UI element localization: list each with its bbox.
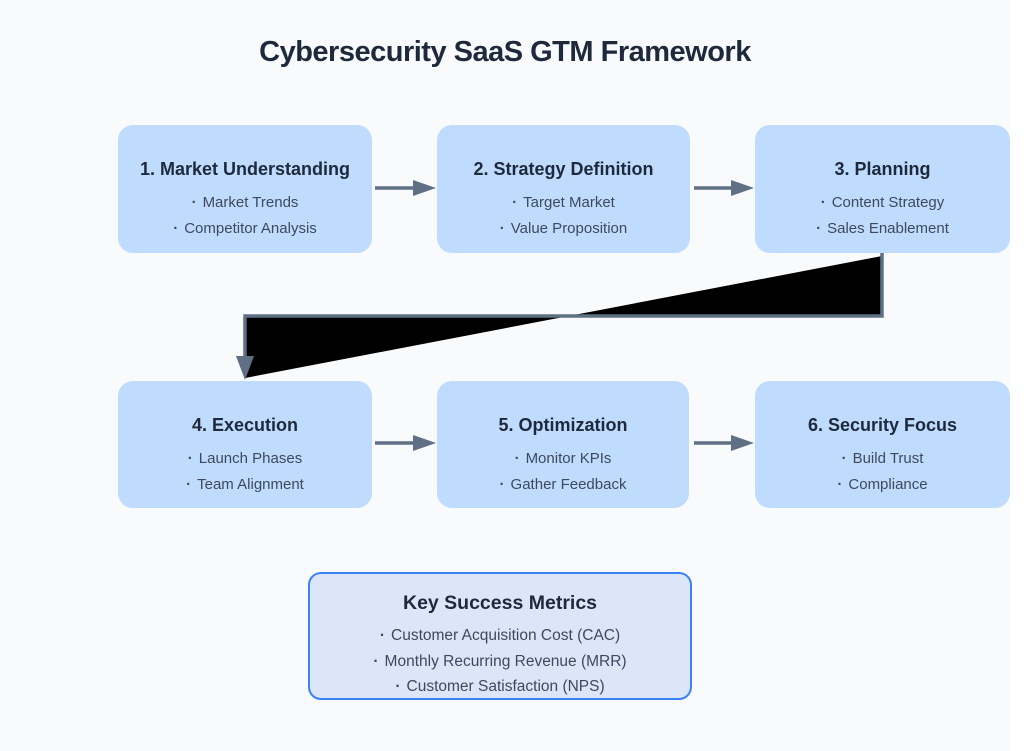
connector-planning-to-execution-line bbox=[243, 252, 884, 358]
node-bullet: · Build Trust bbox=[842, 446, 924, 472]
node-bullet: · Team Alignment bbox=[186, 472, 304, 498]
bullet-text: Sales Enablement bbox=[827, 220, 949, 237]
node-bullet: · Value Proposition bbox=[500, 216, 627, 242]
bullet-dot-icon: · bbox=[820, 194, 826, 211]
node-bullet: · Gather Feedback bbox=[500, 472, 627, 498]
arrowhead-3-4 bbox=[236, 356, 254, 380]
bullet-text: Compliance bbox=[848, 476, 928, 493]
bullet-text: Competitor Analysis bbox=[184, 220, 317, 237]
node-bullet: · Sales Enablement bbox=[816, 216, 949, 242]
bullet-dot-icon: · bbox=[395, 678, 401, 695]
bullet-dot-icon: · bbox=[841, 450, 847, 467]
key-success-metrics-panel: Key Success Metrics · Customer Acquisitio… bbox=[308, 572, 692, 700]
bullet-text: Customer Satisfaction (NPS) bbox=[406, 678, 605, 695]
node-execution: 4. Execution ·Launch Phases ·Team Alignm… bbox=[118, 381, 372, 508]
bullet-text: Value Proposition bbox=[510, 220, 628, 237]
metrics-bullet: · Customer Acquisition Cost (CAC) bbox=[380, 623, 620, 649]
bullet-dot-icon: · bbox=[373, 652, 379, 670]
node-bullet: · Compliance bbox=[837, 472, 927, 498]
bullet-dot-icon: · bbox=[379, 627, 386, 644]
node-title: 2. Strategy Definition bbox=[473, 159, 654, 179]
node-title: 5. Optimization bbox=[498, 415, 628, 435]
node-bullet: · Target Market bbox=[512, 190, 615, 216]
node-title: 6. Security Focus bbox=[807, 415, 958, 435]
metrics-title: Key Success Metrics bbox=[402, 592, 598, 614]
bullet-text: Customer Acquisition Cost (CAC) bbox=[391, 627, 621, 644]
bullet-dot-icon: · bbox=[837, 476, 843, 493]
bullet-text: Gather Feedback bbox=[510, 476, 627, 493]
node-optimization: 5. Optimization · Monitor KPIs · Gather Fe… bbox=[437, 381, 689, 508]
bullet-dot-icon: · bbox=[187, 450, 193, 467]
bullet-dot-icon: · bbox=[514, 450, 520, 467]
bullet-text: Target Market bbox=[523, 194, 615, 211]
node-strategy-definition: 2. Strategy Definition · Target Market · V… bbox=[437, 125, 690, 253]
bullet-text: Build Trust bbox=[852, 450, 924, 467]
arrowhead-2-3 bbox=[731, 180, 754, 196]
bullet-text: Launch Phases bbox=[198, 450, 303, 467]
connector-planning-to-execution-fill bbox=[245, 256, 882, 378]
node-bullet: · Competitor Analysis bbox=[173, 216, 317, 242]
node-title: 4. Execution bbox=[191, 415, 299, 435]
bullet-dot-icon: · bbox=[499, 220, 505, 237]
bullet-dot-icon: · bbox=[191, 194, 197, 211]
bullet-text: Team Alignment bbox=[197, 476, 304, 493]
node-bullet: · Content Strategy bbox=[821, 190, 945, 216]
bullet-text: Content Strategy bbox=[831, 194, 945, 211]
node-bullet: · Launch Phases bbox=[188, 446, 302, 472]
node-market-understanding: 1. Market Understanding · Market Trends ·… bbox=[118, 125, 372, 253]
arrowhead-4-5 bbox=[413, 435, 436, 451]
bullet-dot-icon: · bbox=[186, 476, 192, 493]
bullet-text: Monitor KPIs bbox=[525, 450, 612, 467]
node-title: 3. Planning bbox=[834, 159, 931, 179]
bullet-dot-icon: · bbox=[173, 220, 179, 237]
bullet-text: Market Trends bbox=[202, 194, 299, 211]
arrowhead-5-6 bbox=[731, 435, 754, 451]
node-security-focus: 6. Security Focus ·Build Trust ·Complian… bbox=[755, 381, 1010, 508]
metrics-bullet: · Customer Satisfaction (NPS) bbox=[395, 674, 604, 700]
bullet-text: Monthly Recurring Revenue (MRR) bbox=[384, 652, 627, 670]
page-title: Cybersecurity SaaS GTM Framework bbox=[259, 36, 751, 68]
node-planning: 3. Planning ·Content Strategy ·Sales Ena… bbox=[755, 125, 1010, 253]
arrowhead-1-2 bbox=[413, 180, 436, 196]
node-title: 1. Market Understanding bbox=[139, 159, 351, 179]
node-bullet: · Market Trends bbox=[192, 190, 299, 216]
bullet-dot-icon: · bbox=[816, 220, 822, 237]
node-bullet: · Monitor KPIs bbox=[515, 446, 612, 472]
bullet-dot-icon: · bbox=[512, 194, 518, 211]
bullet-dot-icon: · bbox=[499, 476, 505, 493]
metrics-bullet: · Monthly Recurring Revenue (MRR) bbox=[373, 649, 626, 675]
